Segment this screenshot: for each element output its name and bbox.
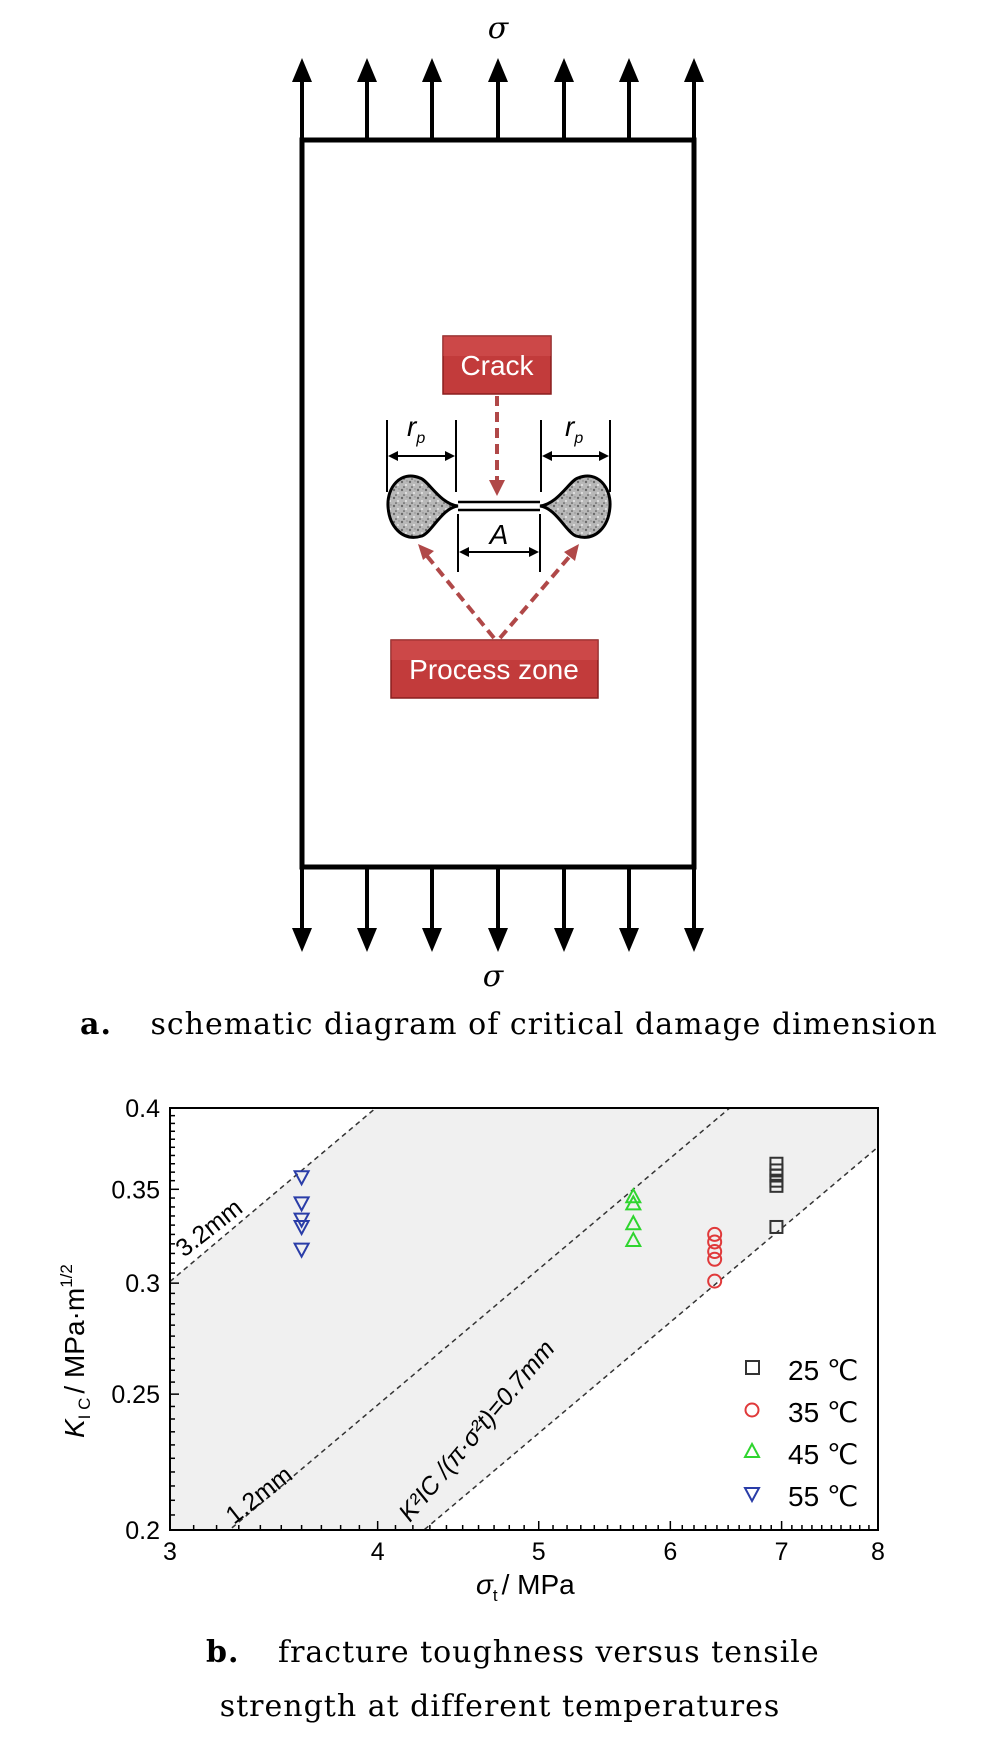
process-zone-pointer-arrows: [418, 544, 579, 640]
data-point: [624, 1194, 642, 1211]
data-point: [707, 1226, 723, 1242]
x-tick-label: 7: [775, 1538, 789, 1566]
x-tick-label: 3: [163, 1538, 177, 1566]
caption-a-letter: a.: [80, 1007, 112, 1042]
legend-marker-triangle-up-icon: [743, 1441, 761, 1458]
data-markers: [292, 1156, 784, 1289]
x-tick-label: 6: [663, 1538, 677, 1566]
x-axis-label: σt/ MPa: [476, 1569, 575, 1605]
bottom-tension-arrows: [292, 867, 704, 952]
caption-b-line-1: b. fracture toughness versus tensile: [206, 1635, 820, 1670]
panel-a: σ σ Crack: [80, 11, 938, 1042]
x-tick-label: 5: [532, 1538, 546, 1566]
x-tick-label: 4: [371, 1538, 385, 1566]
specimen-rectangle: [299, 137, 697, 870]
legend-item-55c: 55 ℃: [743, 1481, 858, 1512]
data-point: [707, 1244, 723, 1260]
top-sigma-symbol: σ: [488, 11, 510, 46]
data-point: [707, 1234, 723, 1250]
legend-marker-triangle-down-icon: [743, 1487, 761, 1504]
legend-label-45c: 45 ℃: [788, 1439, 858, 1470]
y-tick-label: 0.35: [111, 1176, 160, 1204]
crack-label-box: Crack: [442, 335, 552, 395]
crack-with-process-zones: [386, 474, 612, 539]
right-process-zone: [539, 474, 612, 539]
legend-item-45c: 45 ℃: [743, 1439, 858, 1470]
x-tick-label: 8: [871, 1538, 885, 1566]
data-point: [707, 1273, 723, 1289]
process-zone-label-box: Process zone: [390, 639, 599, 699]
top-tension-arrows: [292, 58, 704, 140]
caption-a: a. schematic diagram of critical damage …: [80, 1007, 938, 1042]
a-dimension: [457, 514, 541, 572]
data-point: [769, 1178, 784, 1193]
data-point: [292, 1219, 311, 1237]
y-tick-label: 0.3: [125, 1270, 160, 1298]
reference-lines: [170, 1108, 878, 1530]
x-axis-ticks: 3 4 5 6 7 8: [163, 1521, 885, 1566]
y-tick-label: 0.25: [111, 1381, 160, 1409]
crack-pointer-arrow: [489, 396, 505, 496]
caption-b-line-2: strength at different temperatures: [220, 1689, 781, 1724]
shaded-region: [170, 1108, 878, 1530]
legend-marker-square-icon: [745, 1360, 760, 1375]
reference-line: [228, 1108, 731, 1530]
data-point: [624, 1187, 642, 1204]
caption-b-letter: b.: [206, 1635, 239, 1670]
data-point: [292, 1196, 311, 1213]
data-point: [292, 1170, 311, 1187]
rp-label-right: rp: [565, 411, 583, 447]
caption-a-text: schematic diagram of critical damage dim…: [150, 1007, 937, 1042]
data-point: [624, 1214, 642, 1231]
data-point: [292, 1242, 311, 1259]
legend-item-25c: 25 ℃: [745, 1355, 858, 1386]
crack-label: Crack: [460, 350, 534, 381]
reference-line: [170, 1108, 377, 1283]
data-point: [624, 1230, 642, 1248]
process-zone-label: Process zone: [409, 654, 579, 685]
rp-dimension-right: [540, 420, 611, 492]
legend-label-25c: 25 ℃: [788, 1355, 858, 1386]
data-point: [769, 1219, 784, 1234]
left-process-zone: [386, 474, 459, 539]
legend: 25 ℃ 35 ℃ 45 ℃ 55 ℃: [743, 1355, 858, 1512]
rp-dimension-left: [386, 420, 457, 492]
reference-line: [422, 1146, 878, 1530]
legend-marker-circle-icon: [744, 1402, 760, 1418]
legend-label-35c: 35 ℃: [788, 1397, 858, 1428]
a-label: A: [488, 519, 509, 550]
y-tick-label: 0.4: [125, 1095, 160, 1123]
y-axis-label: KI C/ MPa·m1/2: [57, 1264, 94, 1438]
data-point: [707, 1251, 723, 1267]
rp-label-left: rp: [407, 411, 425, 447]
y-axis-ticks: 0.2 0.25 0.3 0.35 0.4: [111, 1095, 179, 1545]
legend-label-55c: 55 ℃: [788, 1481, 858, 1512]
legend-item-35c: 35 ℃: [744, 1397, 858, 1428]
y-tick-label: 0.2: [125, 1517, 160, 1545]
bottom-sigma-symbol: σ: [483, 959, 505, 994]
